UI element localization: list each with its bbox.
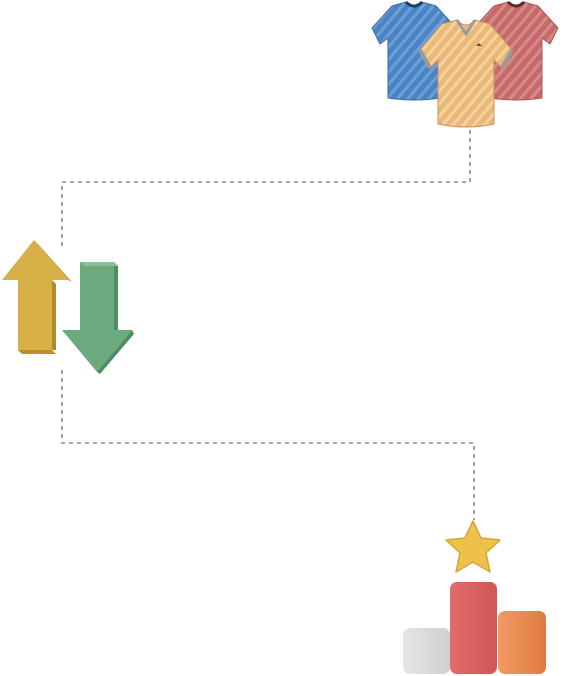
up-down-arrows-icon: [2, 240, 134, 374]
podium-star-icon: [403, 520, 546, 674]
football-jerseys-icon: [371, 0, 559, 128]
podium-first-place: [450, 582, 497, 674]
star-icon: [445, 520, 501, 573]
connector-jerseys-to-arrows: [61, 130, 471, 248]
connector-arrows-to-podium: [61, 370, 475, 520]
podium-third-place: [403, 628, 450, 674]
podium-second-place: [498, 611, 546, 674]
